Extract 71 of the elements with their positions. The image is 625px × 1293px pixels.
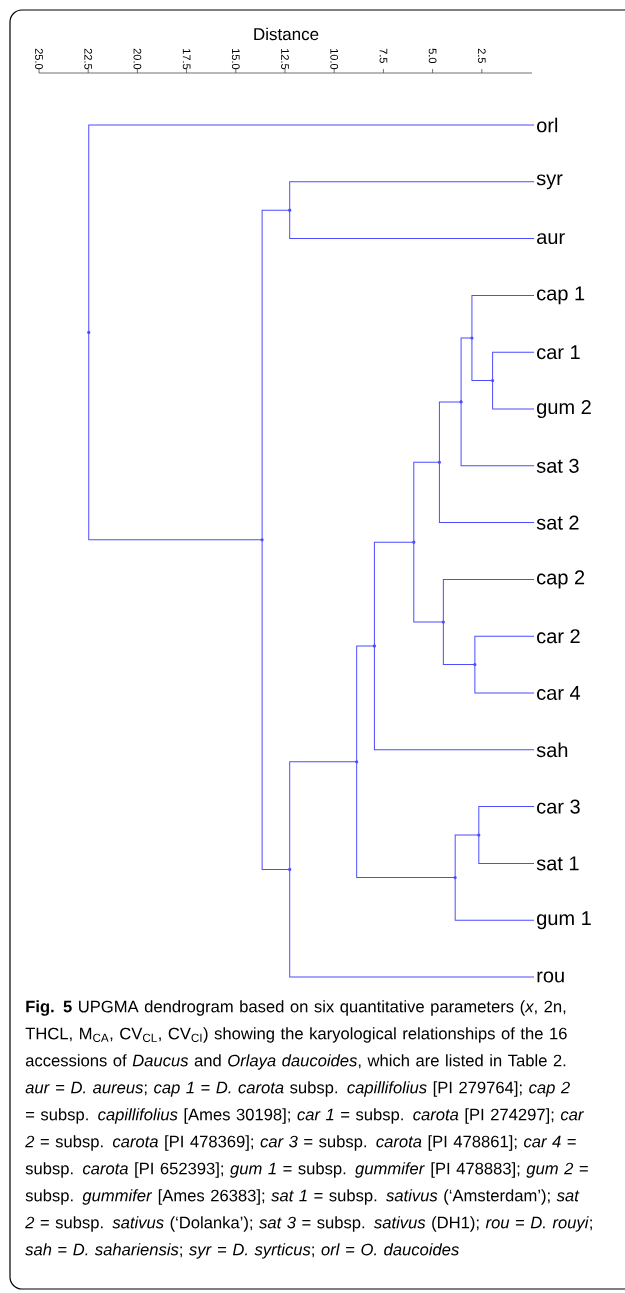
- junction-point: [477, 833, 481, 837]
- leaf-label: car 1: [537, 345, 580, 360]
- branch-line: [474, 664, 535, 694]
- tick-label: 7.5: [379, 48, 388, 64]
- branch-line: [289, 181, 535, 211]
- leaf-label: car 2: [537, 629, 580, 644]
- branch-line: [442, 621, 476, 666]
- junction-point: [459, 400, 463, 404]
- branch-line: [471, 294, 535, 339]
- junction-point: [288, 867, 292, 871]
- leaf-label: car 4: [537, 686, 581, 700]
- branch-line: [289, 868, 535, 978]
- tick-label: 17.5: [182, 49, 191, 70]
- branch-line: [289, 761, 358, 870]
- junction-point: [437, 460, 441, 464]
- axis-title: Distance: [254, 27, 319, 41]
- leaf-label: gum 1: [537, 911, 591, 930]
- junction-point: [87, 330, 91, 334]
- branch-line: [460, 401, 535, 467]
- junction-point: [260, 538, 264, 542]
- branch-line: [478, 806, 535, 836]
- junction-point: [491, 379, 495, 383]
- branch-line: [373, 541, 415, 647]
- leaf-label: gum 2: [537, 399, 591, 419]
- junction-point: [453, 876, 457, 880]
- junction-point: [441, 620, 445, 624]
- branch-line: [474, 635, 535, 666]
- leaf-label: aur: [537, 233, 565, 245]
- branch-line: [478, 834, 535, 864]
- tick-label: 15.0: [231, 49, 240, 70]
- branch-line: [492, 351, 535, 382]
- branch-line: [356, 761, 456, 879]
- branch-line: [373, 645, 535, 751]
- branch-line: [442, 578, 535, 623]
- tick-label: 5.0: [428, 48, 437, 64]
- leaf-label: cap 2: [537, 570, 585, 589]
- leaf-label: rou: [537, 971, 564, 983]
- branch-line: [460, 337, 473, 403]
- branch-line: [356, 645, 375, 763]
- leaf-label: sat 2: [536, 515, 579, 530]
- tick-label: 10.0: [330, 49, 339, 70]
- branch-line: [492, 380, 535, 410]
- branch-line: [261, 209, 291, 541]
- tick-label: 12.5: [281, 49, 289, 70]
- branch-line: [261, 539, 291, 870]
- leaf-label: car 3: [537, 799, 580, 814]
- junction-point: [372, 644, 376, 648]
- tick-label: 2.5: [477, 48, 486, 64]
- junction-point: [412, 540, 416, 544]
- leaf-label: sah: [536, 742, 568, 758]
- branch-line: [454, 834, 480, 879]
- branch-line: [413, 461, 440, 543]
- leaf-label: syr: [536, 174, 563, 190]
- leaf-label: orl: [537, 117, 558, 133]
- branch-line: [454, 877, 535, 921]
- leaf-label: sat 1: [536, 856, 579, 871]
- leaf-label: sat 3: [536, 458, 579, 473]
- junction-point: [355, 760, 359, 764]
- junction-point: [288, 208, 292, 212]
- branch-line: [289, 209, 535, 240]
- branch-line: [438, 401, 462, 463]
- branch-line: [438, 461, 535, 524]
- leaf-label: cap 1: [537, 286, 585, 305]
- tick-label: 20.0: [133, 48, 142, 70]
- branch-line: [88, 331, 263, 541]
- tick-label: 25.0: [35, 48, 43, 70]
- caption: Fig. 5 UPGMA dendrogram based on six quantitative parameters (x, 2n, THCL, M$_{CA}$, CV$_{CL}$, CV$_{CI}$) showing the karyological relationships of the 16 accessions of Daucus and Orlaya daucoides, which are listed in Table 2. aur = D. aureus; cap 1 = D. carota subsp. capillifolius [PI 279764]; cap 2 = subsp. capillifolius [Ames 30198]; car 1 = subsp. carota [PI 274297]; car 2 = subsp. carota [PI 478369]; car 3 = subsp. carota [PI 478861]; car 4 = subsp. carota [PI 652393]; gum 1 = subsp. gummifer [PI 478883]; gum 2 = subsp. gummifer [Ames 26383]; sat 1 = subsp. sativus (‘Amsterdam’); sat 2 = subsp. sativus (‘Dolanka’); sat 3 = subsp. sativus (DH1); rou = D. rouyi; sah = D. sahariensis; syr = D. syrticus; orl = O. daucoides: [25, 1000, 592, 1259]
- branch-line: [471, 337, 494, 382]
- tick-label: 22.5: [84, 48, 93, 70]
- branch-line: [88, 124, 535, 333]
- branch-line: [413, 541, 444, 623]
